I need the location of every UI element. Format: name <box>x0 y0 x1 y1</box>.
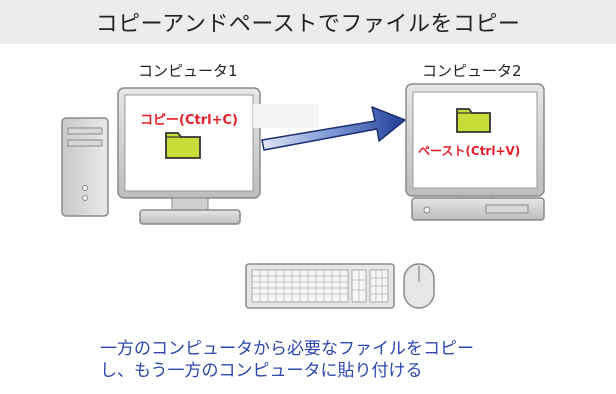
caption-line-2: し、もう一方のコンピュータに貼り付ける <box>100 361 423 381</box>
computer1-screen-glare <box>253 104 319 128</box>
paste-action-label: ペースト(Ctrl+V) <box>418 144 520 158</box>
computer2-monitor <box>405 83 545 201</box>
computer2-label: コンピュータ2 <box>422 62 522 80</box>
transfer-arrow-icon <box>261 106 406 151</box>
keyboard-icon <box>245 263 395 309</box>
page-title: コピーアンドペーストでファイルをコピー <box>95 12 521 37</box>
copy-action-label: コピー(Ctrl+C) <box>140 113 238 128</box>
caption: 一方のコンピュータから必要なファイルをコピー し、もう一方のコンピュータに貼り付… <box>100 338 580 382</box>
caption-line-1: 一方のコンピュータから必要なファイルをコピー <box>100 339 474 359</box>
computer1-label: コンピュータ1 <box>138 62 238 80</box>
mouse-icon <box>403 263 435 309</box>
folder-icon <box>456 108 491 133</box>
computer2-case <box>411 197 545 221</box>
folder-icon <box>165 132 201 159</box>
title-banner: コピーアンドペーストでファイルをコピー <box>0 0 616 44</box>
computer1-tower <box>61 117 109 217</box>
